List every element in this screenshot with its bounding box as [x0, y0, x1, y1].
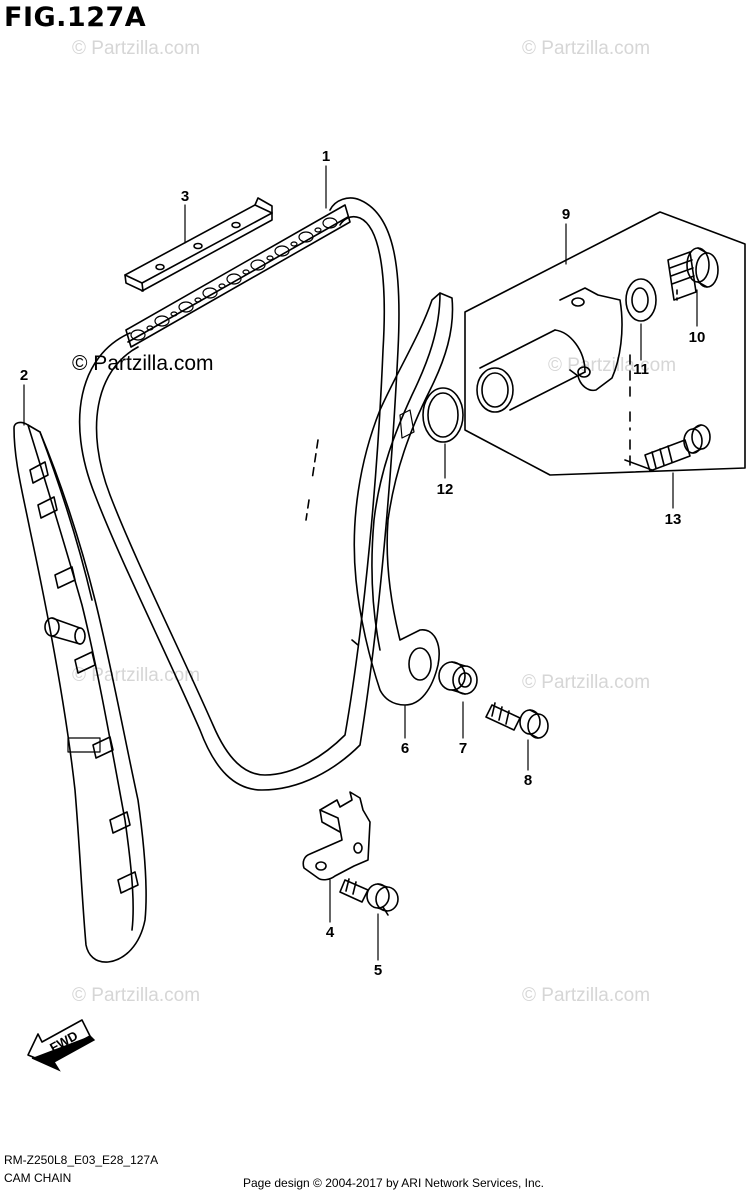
callout-6: 6 [401, 740, 409, 757]
rear-chain-guide [13, 421, 147, 963]
fwd-arrow: FWD [27, 1019, 96, 1072]
tensioner-cap-bolt [667, 247, 719, 301]
watermark: © Partzilla.com [72, 985, 201, 1006]
chain-guide-bracket [302, 791, 371, 881]
watermark: © Partzilla.com [72, 38, 201, 59]
watermark: © Partzilla.com [522, 38, 651, 59]
callout-1: 1 [322, 148, 330, 165]
callout-9: 9 [562, 206, 570, 223]
copyright-notice: Page design © 2004-2017 by ARI Network S… [243, 1176, 545, 1190]
chain-guide-plate [124, 197, 273, 292]
callout-7: 7 [459, 740, 467, 757]
tensioner-arm [351, 292, 454, 706]
bracket-bolt [339, 878, 399, 916]
section-name: CAM CHAIN [4, 1171, 72, 1185]
washer [625, 278, 657, 322]
figure-title: FIG.127A [4, 2, 147, 33]
collar [438, 661, 478, 695]
tensioner-mounting-bolt [644, 424, 711, 472]
watermark: © Partzilla.com [522, 672, 651, 693]
tensioner-assembly-box [464, 211, 746, 476]
callout-8: 8 [524, 772, 532, 789]
callout-13: 13 [665, 511, 682, 528]
callout-labels: 1 2 3 4 5 6 7 8 9 10 11 12 13 [20, 148, 706, 979]
callout-11: 11 [633, 361, 649, 378]
cam-chain [78, 197, 400, 791]
callout-5: 5 [374, 962, 382, 979]
callout-2: 2 [20, 367, 28, 384]
gasket [422, 387, 464, 443]
watermark: © Partzilla.com [72, 665, 201, 686]
leader-lines [23, 165, 698, 961]
callout-12: 12 [437, 481, 454, 498]
watermark: © Partzilla.com [522, 985, 651, 1006]
watermark: © Partzilla.com [548, 355, 677, 376]
callout-4: 4 [326, 924, 335, 941]
watermark-dark: © Partzilla.com [72, 352, 214, 375]
model-code: RM-Z250L8_E03_E28_127A [4, 1153, 159, 1167]
callout-10: 10 [689, 329, 706, 346]
chain-links [125, 204, 351, 348]
callout-3: 3 [181, 188, 189, 205]
tensioner-arm-bolt [485, 702, 549, 739]
